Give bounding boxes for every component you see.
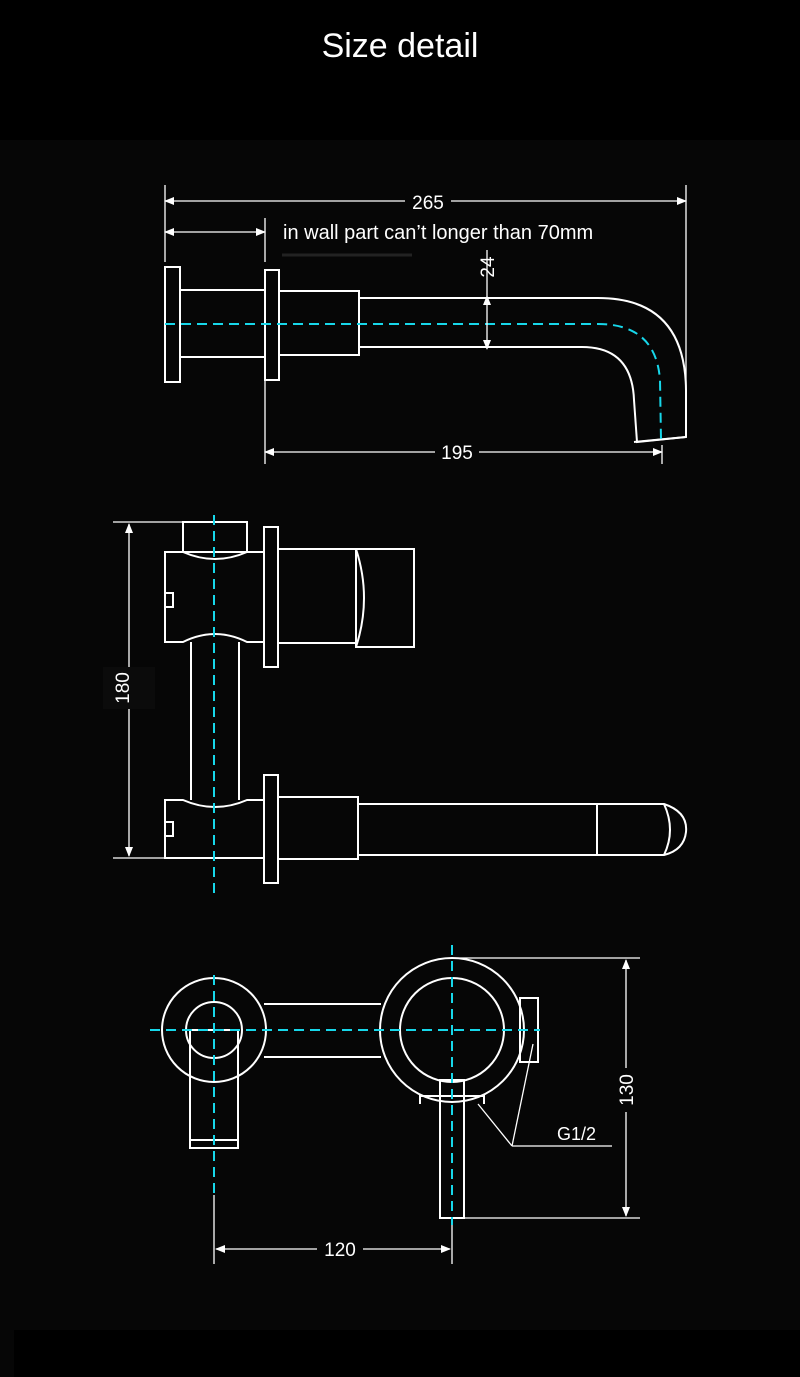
footer-band	[14, 1330, 800, 1377]
spout-centerline	[165, 323, 662, 441]
thread-leader-1	[477, 1103, 513, 1147]
handle-lever-curve	[355, 548, 365, 648]
lower-port	[164, 821, 174, 837]
dim-label-130: 130	[617, 1074, 638, 1106]
lower-escutcheon	[263, 774, 279, 884]
dim-label-bg	[612, 1068, 640, 1112]
thread-label: G1/2	[557, 1124, 596, 1144]
dim-label-180: 180	[113, 672, 134, 704]
upper-escutcheon	[263, 526, 279, 668]
spout-collar	[277, 796, 359, 860]
spout-tip	[633, 436, 687, 443]
dim-label-120: 120	[324, 1240, 356, 1261]
dim-label-265: 265	[412, 193, 444, 214]
front-view: 180	[103, 515, 688, 893]
dim-label-24: 24	[478, 256, 499, 278]
page-title: Size detail	[321, 27, 479, 65]
handle-lever	[355, 548, 415, 648]
dim-label-bg	[317, 1238, 363, 1262]
spout-tip-curve	[663, 803, 671, 856]
thread-leader-2	[511, 1043, 534, 1147]
dim-label-bg	[103, 667, 155, 709]
note-in-wall-limit: in wall part can’t longer than 70mm	[283, 222, 593, 244]
header-bar: Size detail	[0, 0, 800, 140]
upper-port	[164, 592, 174, 608]
handle-collar	[277, 548, 357, 644]
spout-outline	[359, 297, 687, 444]
spout-front	[358, 803, 688, 856]
top-view: 130 G1/2 120	[150, 945, 640, 1264]
side-view: 265 in wall part can’t longer than 70mm …	[164, 185, 687, 464]
dim-label-bg	[405, 190, 451, 212]
note-bg	[278, 217, 666, 247]
dim-label-195: 195	[441, 443, 473, 464]
dim-label-bg	[435, 440, 479, 464]
